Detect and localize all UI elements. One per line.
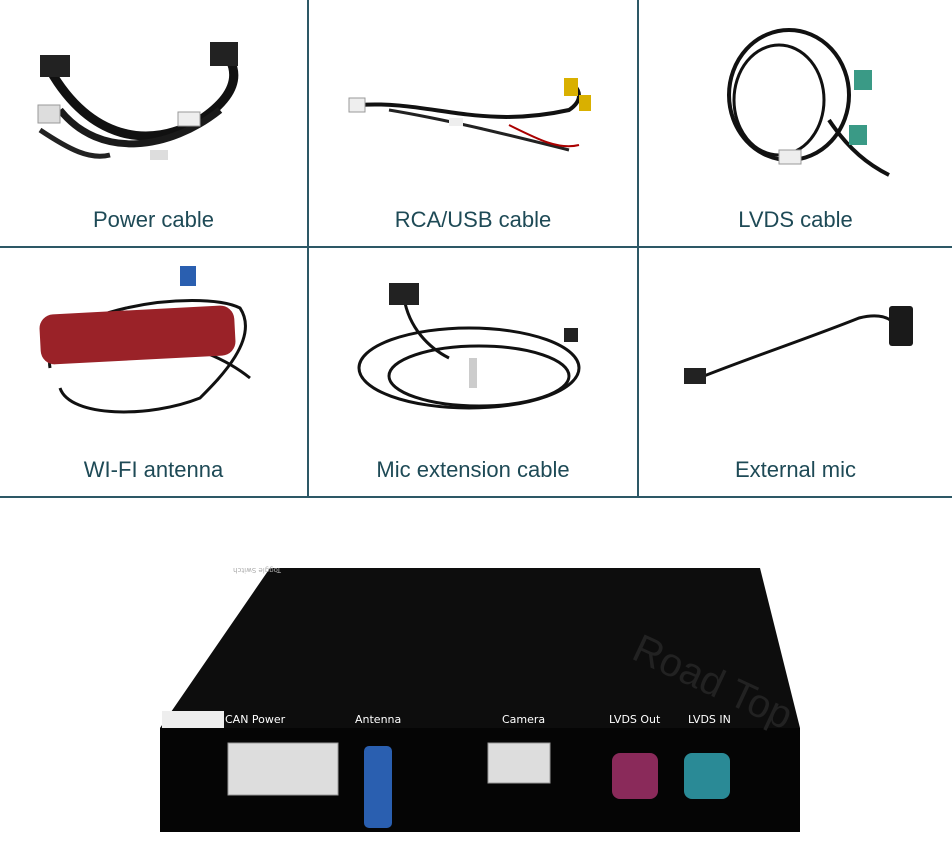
serial-sticker bbox=[162, 711, 224, 728]
rca-usb-cable-image bbox=[348, 78, 591, 152]
item-mic-extension-cable: Mic extension cable bbox=[309, 248, 637, 496]
wifi-antenna-image bbox=[39, 266, 251, 414]
can-power-port bbox=[227, 742, 339, 796]
divider bbox=[637, 0, 639, 497]
navigation-interface-box-image: Road Top Toggle Switch CAN Power Antenna… bbox=[160, 566, 800, 832]
divider bbox=[0, 246, 952, 248]
port-label: Antenna bbox=[355, 713, 401, 726]
port-label: CAN Power bbox=[225, 713, 286, 726]
lvds-cable-image bbox=[727, 28, 890, 177]
port-label: LVDS IN bbox=[688, 713, 731, 726]
antenna-port bbox=[364, 746, 392, 828]
mic-extension-cable-image bbox=[357, 283, 581, 410]
item-power-cable: Power cable bbox=[0, 0, 307, 246]
port-label: LVDS Out bbox=[609, 713, 661, 726]
lvds-out-port bbox=[612, 753, 658, 799]
item-label: RCA/USB cable bbox=[394, 207, 552, 232]
item-label: Power cable bbox=[92, 207, 215, 232]
camera-port bbox=[487, 742, 551, 784]
power-cable-image bbox=[37, 42, 239, 160]
item-label: Mic extension cable bbox=[376, 457, 570, 482]
lvds-in-port bbox=[684, 753, 730, 799]
divider bbox=[307, 0, 309, 497]
external-mic-image bbox=[684, 306, 913, 384]
accessories-grid: Power cable RCA/USB cable bbox=[0, 0, 952, 498]
item-wifi-antenna: WI-FI antenna bbox=[0, 248, 307, 496]
item-external-mic: External mic bbox=[639, 248, 952, 496]
item-label: LVDS cable bbox=[738, 207, 853, 232]
port-label: Camera bbox=[502, 713, 545, 726]
divider bbox=[0, 496, 952, 498]
item-label: External mic bbox=[734, 457, 857, 482]
toggle-switch-label: Toggle Switch bbox=[233, 566, 282, 574]
item-rca-usb-cable: RCA/USB cable bbox=[309, 0, 637, 246]
item-lvds-cable: LVDS cable bbox=[639, 0, 952, 246]
item-label: WI-FI antenna bbox=[83, 457, 224, 482]
